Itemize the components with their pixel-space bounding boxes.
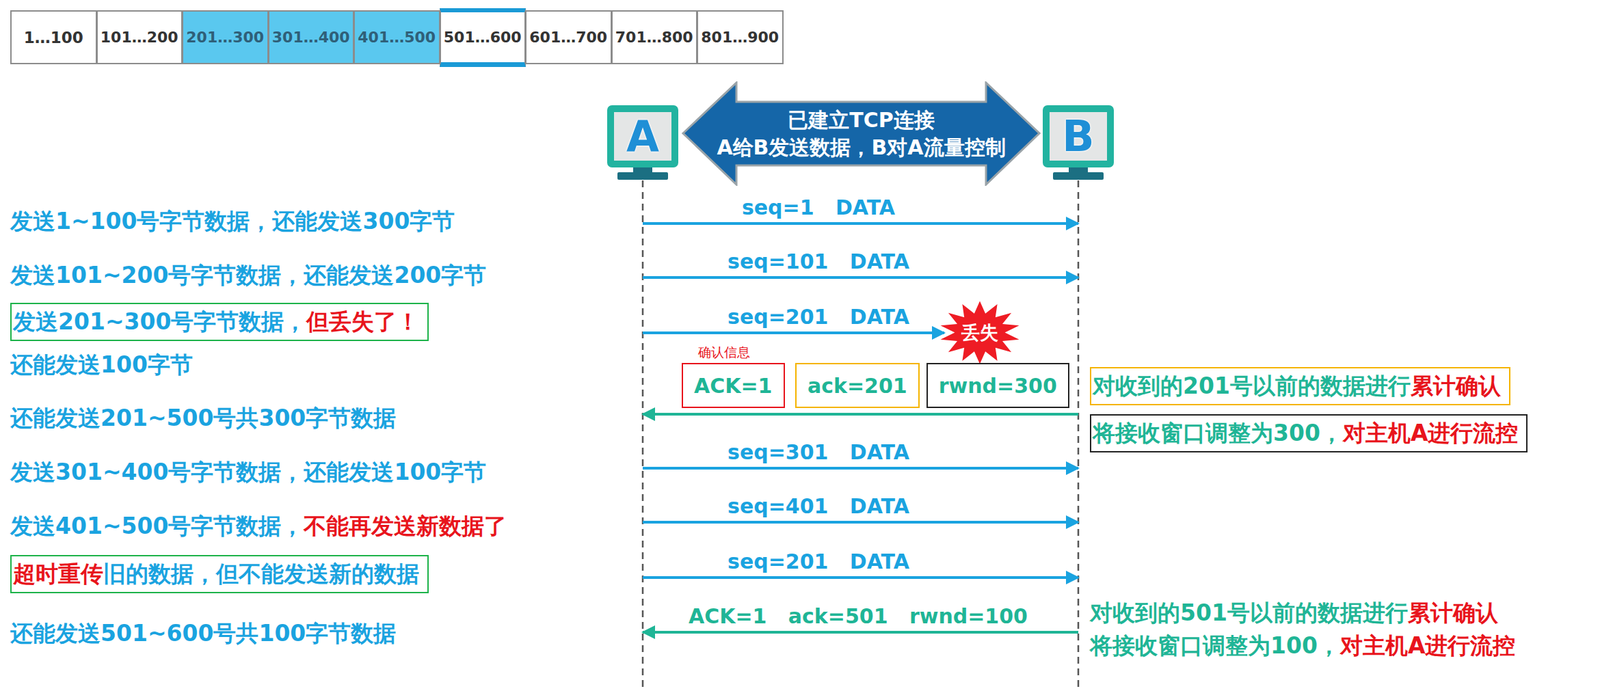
- box-heading: 确认信息: [698, 343, 751, 362]
- note-text: 发送1~100号字节数据，还能发送300字节: [10, 207, 455, 236]
- node-text: 将接收窗口调整为300，: [1092, 419, 1343, 448]
- note-text: 对收到的501号以前的数据进行: [1089, 599, 1408, 628]
- note-row: 还能发送501~600号共100字节数据: [10, 620, 396, 648]
- node-text: 301…400: [272, 28, 351, 46]
- byte-cell: 401…500: [353, 10, 441, 65]
- message-arrow: [642, 467, 1079, 470]
- cumulative-ack-note: 对收到的201号以前的数据进行累计确认: [1089, 367, 1511, 406]
- byte-cell: 101…200: [96, 10, 184, 65]
- node-text: 对主机A进行流控: [1342, 419, 1519, 448]
- note-row: 发送301~400号字节数据，还能发送100字节: [10, 458, 487, 487]
- byte-cell: 201…300: [181, 10, 269, 65]
- byte-cell: 701…800: [611, 10, 699, 65]
- message-label: seq=1 DATA: [741, 196, 896, 220]
- note-text: 发送101~200号字节数据，还能发送200字节: [10, 261, 487, 290]
- note-text: 发送401~500号字节数据，: [10, 512, 304, 541]
- node-text: 已建立TCP连接: [787, 106, 935, 135]
- node-text: 丢失: [961, 320, 999, 346]
- message-arrow: [642, 576, 1079, 580]
- node-text: 601…700: [529, 28, 608, 46]
- note-text: 累计确认: [1407, 599, 1499, 628]
- double-arrow: [683, 82, 1040, 185]
- node-text: 但丢失了！: [306, 308, 420, 336]
- message-label: seq=301 DATA: [727, 441, 910, 465]
- message-arrow: [642, 276, 1079, 279]
- node-text: 1…100: [23, 28, 84, 47]
- connection-banner: 已建立TCP连接A给B发送数据，B对A流量控制: [681, 81, 1041, 186]
- note-row: 发送401~500号字节数据，不能再发送新数据了: [10, 512, 507, 541]
- note-row: 还能发送201~500号共300字节数据: [10, 404, 396, 433]
- node-text: A: [626, 111, 660, 162]
- message-label: seq=201 DATA: [727, 550, 910, 574]
- note-text: 发送301~400号字节数据，还能发送100字节: [10, 458, 487, 487]
- message-arrow: [642, 222, 1079, 225]
- byte-cell: 501…600: [439, 8, 527, 68]
- message-arrow: [642, 331, 945, 335]
- lost-note-box: 发送201~300号字节数据，但丢失了！: [10, 302, 429, 342]
- message-arrow: [642, 631, 1079, 634]
- flow-control-note: 将接收窗口调整为300，对主机A进行流控: [1089, 414, 1528, 453]
- ack-number-box: ack=201: [795, 363, 920, 409]
- node-text: B: [1061, 111, 1095, 162]
- node-text: 801…900: [700, 28, 779, 46]
- lifeline-b: [1077, 180, 1080, 691]
- note-text: 还能发送100字节: [10, 351, 193, 379]
- note-text: 还能发送201~500号共300字节数据: [10, 404, 396, 433]
- node-text: 对收到的201号以前的数据进行: [1092, 372, 1411, 400]
- note-text: 还能发送501~600号共100字节数据: [10, 620, 396, 648]
- note-row: 发送101~200号字节数据，还能发送200字节: [10, 261, 487, 290]
- message-label: seq=201 DATA: [727, 305, 910, 329]
- byte-cell: 801…900: [696, 10, 784, 65]
- note-row: 发送1~100号字节数据，还能发送300字节: [10, 207, 455, 236]
- host-a: A: [607, 105, 679, 168]
- note-row: 还能发送100字节: [10, 351, 193, 379]
- node-text: 501…600: [443, 28, 522, 46]
- message-arrow: [642, 521, 1079, 524]
- message-label: seq=401 DATA: [727, 495, 910, 519]
- node-text: A给B发送数据，B对A流量控制: [716, 134, 1006, 162]
- note-text: 将接收窗口调整为100，: [1089, 632, 1341, 660]
- message-arrow: [642, 412, 1079, 416]
- note-text: 不能再发送新数据了: [303, 512, 507, 541]
- message-label: ACK=1 ack=501 rwnd=100: [688, 605, 1028, 629]
- host-b: B: [1042, 105, 1114, 168]
- node-text: 201…300: [185, 28, 264, 46]
- ack-flag-box: 确认信息ACK=1: [681, 363, 785, 409]
- byte-cell: 301…400: [268, 10, 355, 65]
- loss-burst: 丢失: [938, 300, 1021, 365]
- note-text: 对主机A进行流控: [1340, 632, 1516, 660]
- node-text: ACK=1: [694, 374, 773, 398]
- double-arrow-shape: [681, 81, 1041, 186]
- node-text: 超时重传: [12, 560, 104, 589]
- note-row: 将接收窗口调整为100，对主机A进行流控: [1089, 632, 1516, 660]
- rwnd-box: rwnd=300: [926, 363, 1070, 409]
- lifeline-a: [642, 180, 645, 691]
- node-text: ack=201: [807, 374, 908, 398]
- burst: [940, 301, 1020, 365]
- byte-cell: 601…700: [525, 10, 612, 65]
- node-text: rwnd=300: [938, 374, 1058, 398]
- monitor-base: [1052, 172, 1104, 180]
- node-text: 累计确认: [1410, 372, 1501, 400]
- node-text: 旧的数据，但不能发送新的数据: [103, 560, 420, 589]
- note-row: 对收到的501号以前的数据进行累计确认: [1089, 599, 1499, 628]
- retransmit-note-box: 超时重传旧的数据，但不能发送新的数据: [10, 555, 429, 594]
- monitor-base: [617, 172, 669, 180]
- message-label: seq=101 DATA: [727, 250, 910, 274]
- byte-cell: 1…100: [10, 10, 98, 65]
- node-text: 101…200: [100, 28, 179, 46]
- node-text: 401…500: [357, 28, 436, 46]
- node-text: 701…800: [615, 28, 694, 46]
- node-text: 发送201~300号字节数据，: [12, 308, 307, 336]
